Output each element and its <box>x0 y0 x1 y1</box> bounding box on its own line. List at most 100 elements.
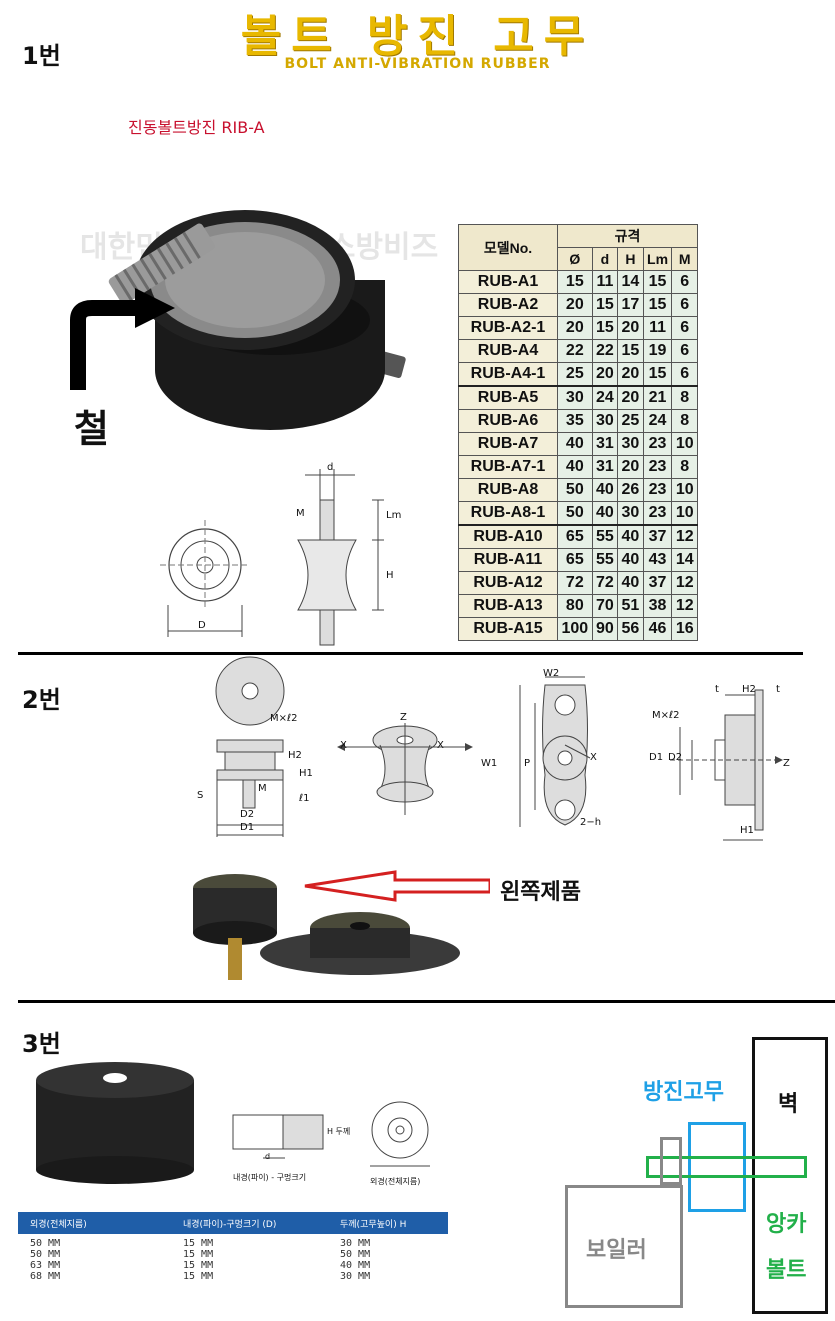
drawing-label-z-flange: Z <box>783 758 790 769</box>
drawing-label-d1: D1 <box>240 822 255 833</box>
size-table-cell: 50 MM <box>30 1238 61 1249</box>
spec-model-cell: RUB-A8 <box>458 478 558 502</box>
drawing-label-h2-flange: H2 <box>742 684 756 695</box>
spec-value-cell: 24 <box>642 409 673 433</box>
section-2-label: 2번 <box>22 686 61 714</box>
size-table-cell: 68 MM <box>30 1271 61 1282</box>
spec-value-cell: 30 <box>617 501 644 526</box>
size-col-header: 두께(고무높이) H <box>340 1220 407 1230</box>
spec-value-cell: 65 <box>557 524 593 549</box>
boiler-box <box>565 1185 683 1308</box>
drawing-label-h2: H2 <box>288 750 302 761</box>
spec-value-cell: 55 <box>591 524 619 549</box>
spec-value-cell: 23 <box>642 432 673 456</box>
spec-value-cell: 40 <box>591 478 619 502</box>
divider-1 <box>18 652 803 655</box>
spec-model-cell: RUB-A10 <box>458 524 558 549</box>
spec-value-cell: 12 <box>671 571 698 595</box>
spec-model-cell: RUB-A7-1 <box>458 455 558 479</box>
size-table-cell: 40 MM <box>340 1260 371 1271</box>
drawing-label-h1-flange: H1 <box>740 825 754 836</box>
drawing-label-d1-flange: D1 <box>649 752 664 763</box>
spec-value-cell: 15 <box>642 362 673 387</box>
drawing-label-thickness: H 두께 <box>327 1127 351 1136</box>
spec-value-cell: 15 <box>642 270 673 294</box>
drawing-label-l1: ℓ1 <box>299 793 310 804</box>
size-col-header: 내경(파이)-구멍크기 (D) <box>183 1220 277 1230</box>
spec-value-cell: 19 <box>642 339 673 363</box>
drawing-label-m: M <box>296 508 305 519</box>
spec-value-cell: 30 <box>617 432 644 456</box>
spec-value-cell: 6 <box>671 270 698 294</box>
page-subtitle: BOLT ANTI-VIBRATION RUBBER <box>284 56 551 72</box>
spec-value-cell: 30 <box>557 385 593 410</box>
product-name-label: 진동볼트방진 RIB-A <box>128 118 265 137</box>
spec-value-cell: 30 <box>591 409 619 433</box>
spec-model-cell: RUB-A2 <box>458 293 558 317</box>
size-table-cell: 30 MM <box>340 1238 371 1249</box>
spec-value-cell: 6 <box>671 293 698 317</box>
drawing-label-mxl2-flange: M×ℓ2 <box>652 710 680 721</box>
spec-col-header: Ø <box>557 247 593 271</box>
drawing-label-h: H <box>386 570 394 581</box>
spec-value-cell: 38 <box>642 594 673 618</box>
technical-drawing-1 <box>160 469 384 646</box>
drawing-label-d2: D2 <box>240 809 255 820</box>
spec-value-cell: 23 <box>642 478 673 502</box>
section-1-label: 1번 <box>22 42 61 70</box>
anchor-label-1: 앙카 <box>766 1212 807 1237</box>
spec-value-cell: 31 <box>591 455 619 479</box>
size-table-cell: 15 MM <box>183 1249 214 1260</box>
size-col-header: 외경(전체지름) <box>30 1220 87 1230</box>
spec-value-cell: 15 <box>557 270 593 294</box>
rubber-label: 방진고무 <box>643 1080 724 1105</box>
spec-model-cell: RUB-A12 <box>458 571 558 595</box>
spec-model-cell: RUB-A5 <box>458 385 558 410</box>
spec-value-cell: 11 <box>591 270 619 294</box>
spec-value-cell: 23 <box>642 455 673 479</box>
spec-model-cell: RUB-A6 <box>458 409 558 433</box>
drawing-label-x-right: X <box>437 740 444 751</box>
spec-value-cell: 21 <box>642 385 673 410</box>
drawing-label-p: P <box>524 758 531 769</box>
drawing-label-z: Z <box>400 712 407 723</box>
spec-value-cell: 22 <box>591 339 619 363</box>
spec-value-cell: 56 <box>617 617 644 641</box>
rubber-block-photo <box>36 1062 194 1184</box>
spec-value-cell: 15 <box>642 293 673 317</box>
spec-value-cell: 17 <box>617 293 644 317</box>
spec-value-cell: 15 <box>591 293 619 317</box>
drawing-label-2h: 2−h <box>580 817 602 828</box>
material-label: 철 <box>74 407 109 451</box>
spec-value-cell: 23 <box>642 501 673 526</box>
spec-value-cell: 14 <box>671 548 698 572</box>
spec-value-cell: 12 <box>671 524 698 549</box>
spec-value-cell: 10 <box>671 478 698 502</box>
drawing-label-d2-flange: D2 <box>668 752 683 763</box>
spec-value-cell: 6 <box>671 316 698 340</box>
size-table-cell: 15 MM <box>183 1271 214 1282</box>
spec-value-cell: 37 <box>642 524 673 549</box>
spec-model-cell: RUB-A2-1 <box>458 316 558 340</box>
size-table-cell: 15 MM <box>183 1260 214 1271</box>
spec-value-cell: 22 <box>557 339 593 363</box>
spec-value-cell: 20 <box>557 316 593 340</box>
drawing-label-s: S <box>197 790 204 801</box>
spec-value-cell: 50 <box>557 478 593 502</box>
spec-value-cell: 10 <box>671 432 698 456</box>
spec-value-cell: 20 <box>617 455 644 479</box>
bracket-box <box>660 1137 682 1185</box>
spec-value-cell: 15 <box>591 316 619 340</box>
page-title: 볼트 방진 고무 <box>240 11 595 62</box>
size-table-cell: 50 MM <box>30 1249 61 1260</box>
drawing-label-d: d <box>327 462 334 473</box>
